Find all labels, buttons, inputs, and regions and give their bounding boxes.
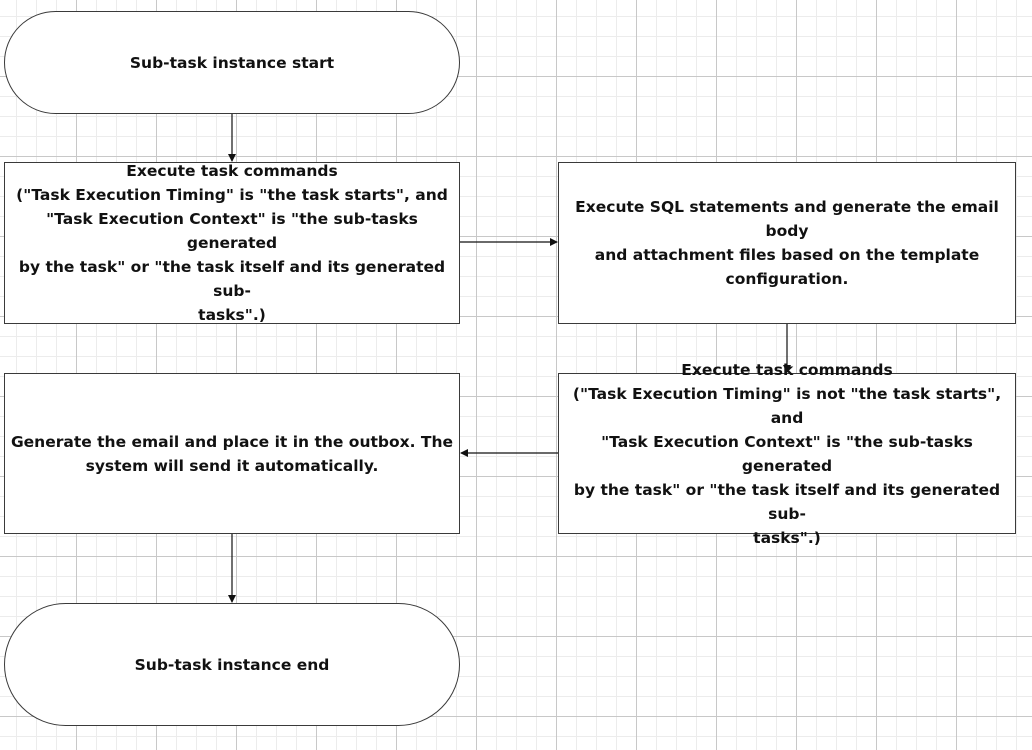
step2-label: Execute SQL statements and generate the …: [575, 198, 999, 288]
end-terminal: Sub-task instance end: [4, 603, 460, 726]
end-label: Sub-task instance end: [134, 655, 330, 674]
step3-title: Execute task commands: [681, 360, 893, 379]
generate-email-box: Generate the email and place it in the o…: [4, 373, 460, 534]
start-label: Sub-task instance start: [129, 53, 335, 72]
execute-task-commands-box-1: Execute task commands ("Task Execution Ti…: [4, 162, 460, 324]
step1-detail: ("Task Execution Timing" is "the task st…: [16, 186, 448, 324]
execute-task-commands-box-2: Execute task commands ("Task Execution Ti…: [558, 361, 1016, 547]
step1-title: Execute task commands: [126, 162, 338, 180]
step4-label: Generate the email and place it in the o…: [10, 432, 454, 475]
execute-sql-box: Execute SQL statements and generate the …: [558, 162, 1016, 324]
step3-detail: ("Task Execution Timing" is not "the tas…: [572, 384, 1002, 547]
start-terminal: Sub-task instance start: [4, 11, 460, 114]
